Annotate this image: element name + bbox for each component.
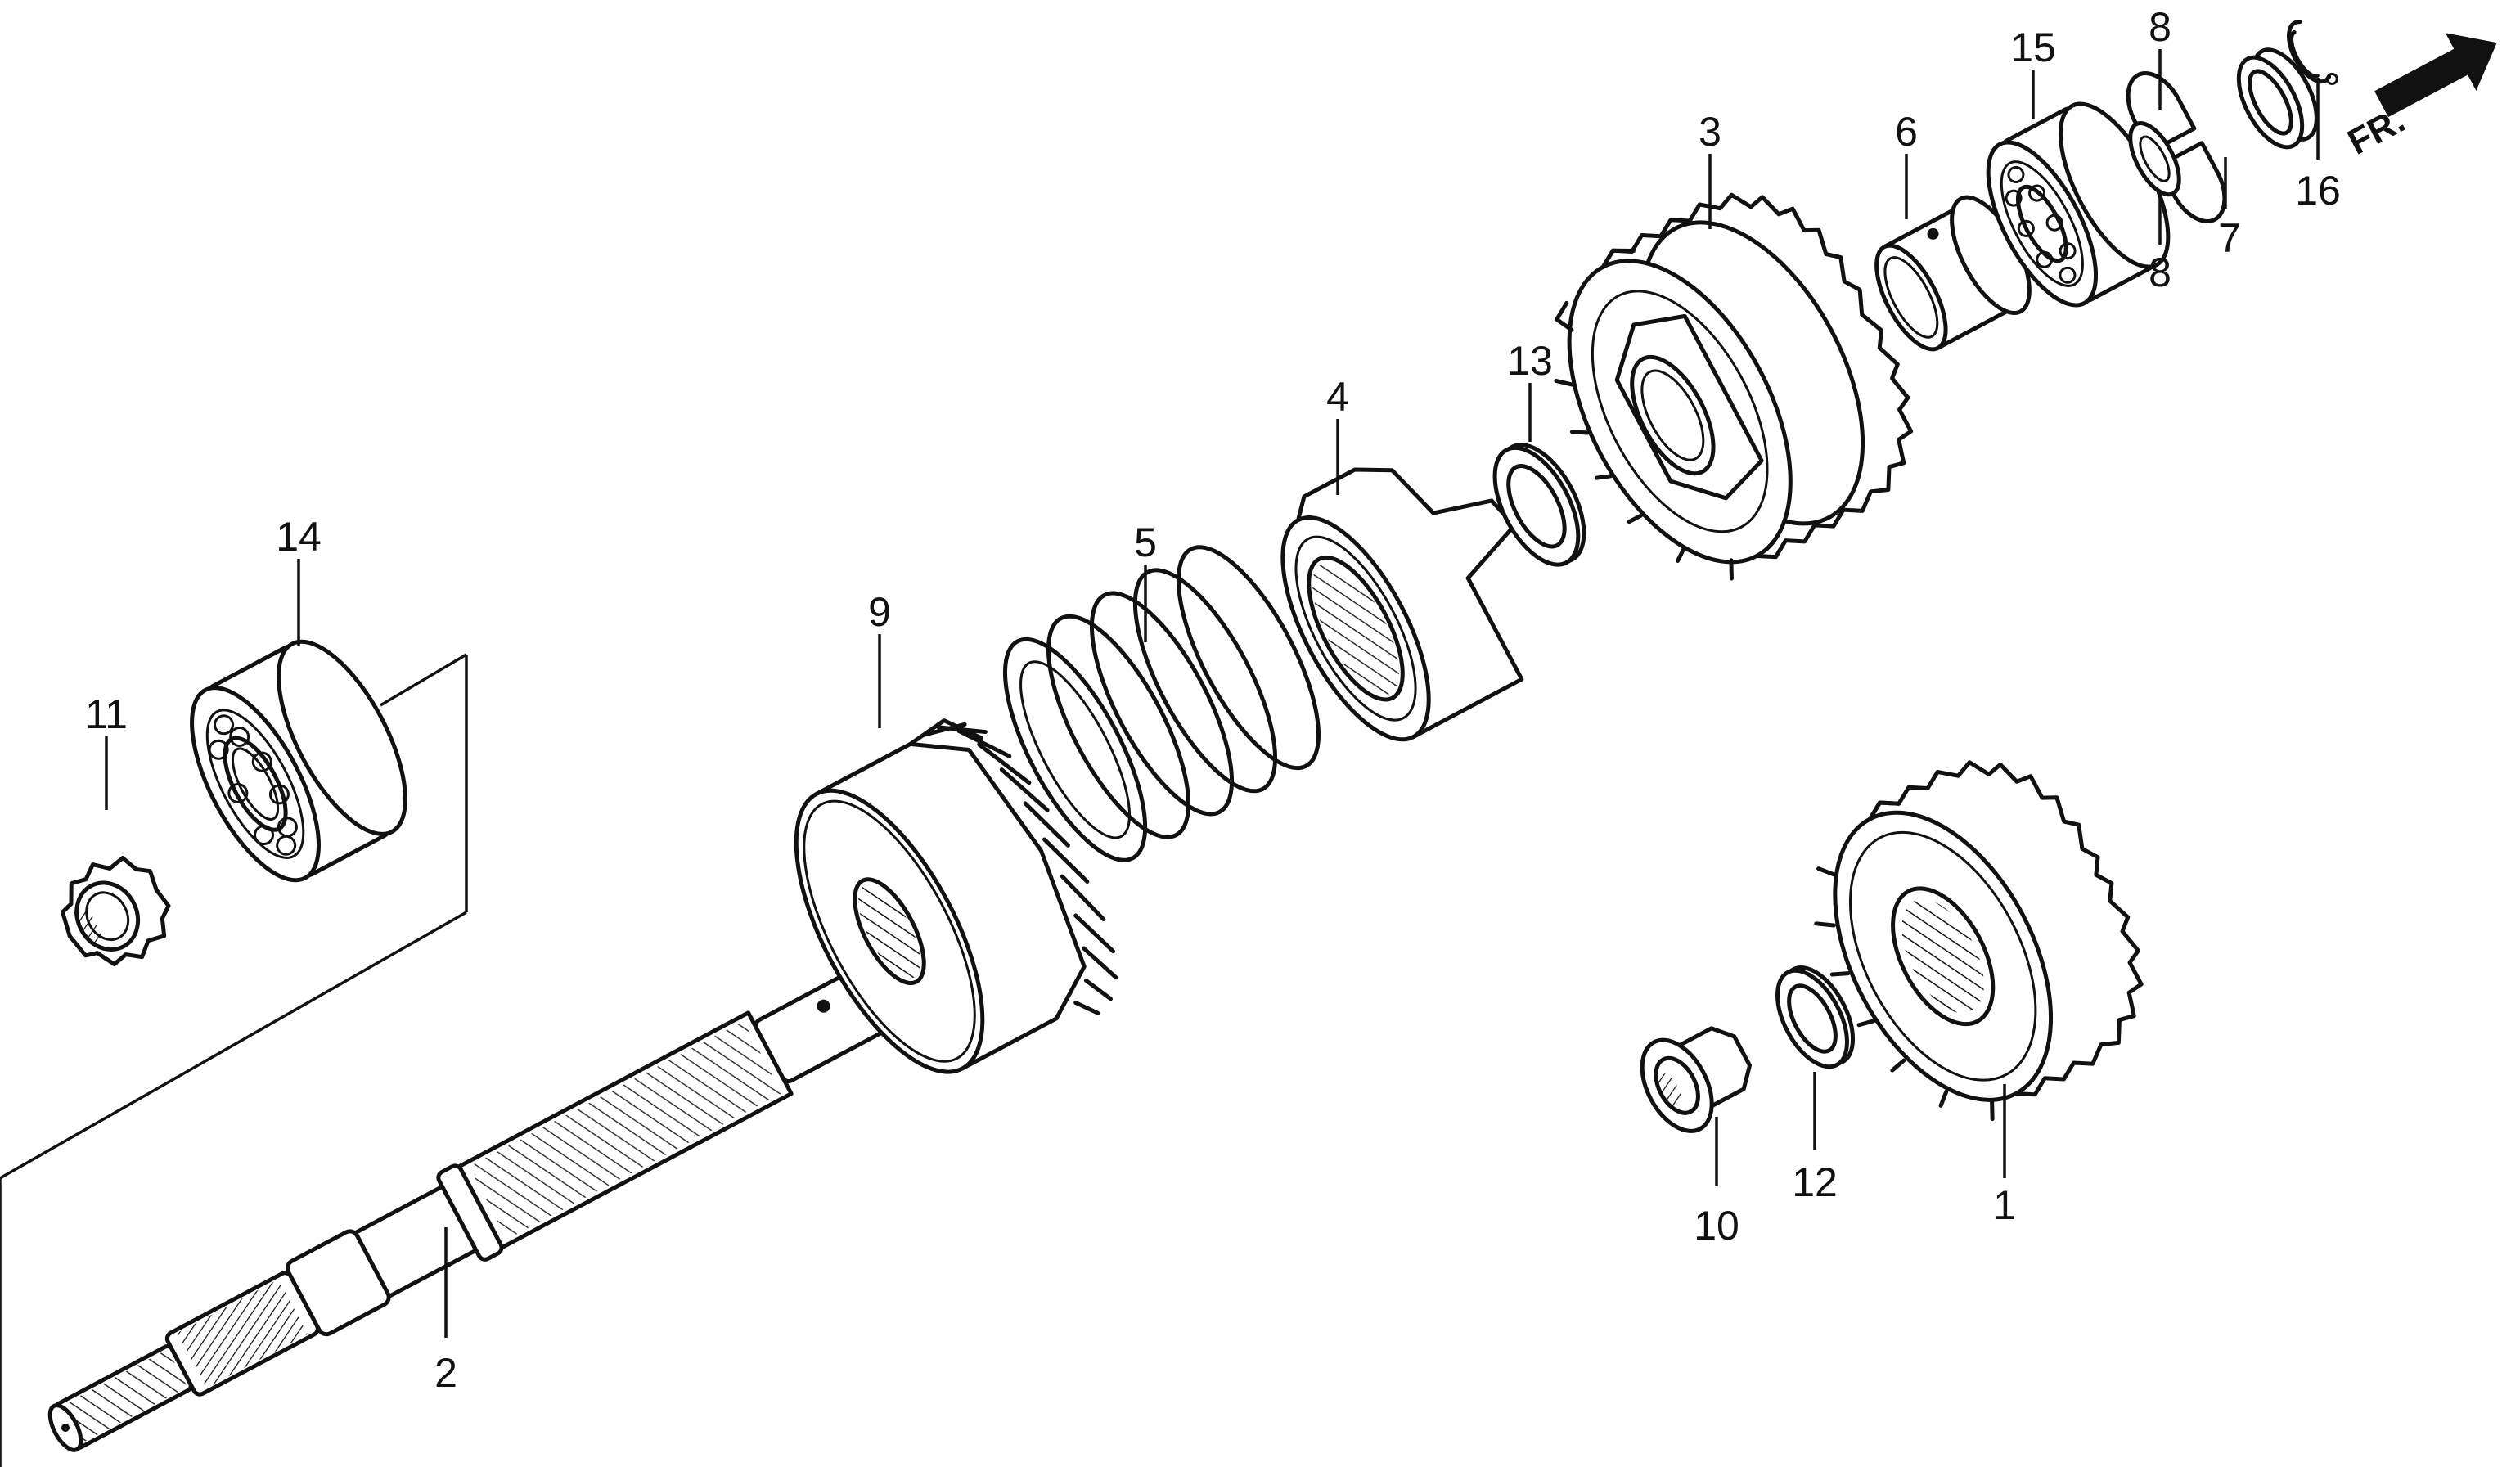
callout-11: 11 (85, 691, 128, 737)
circlip (2287, 20, 2338, 85)
callout-12: 12 (1792, 1159, 1838, 1205)
spur-gear-lower (1814, 760, 2144, 1122)
bevel-gear (794, 718, 1118, 1074)
callout-2: 2 (434, 1350, 457, 1396)
callout-9: 9 (868, 589, 891, 635)
callout-14: 14 (276, 514, 322, 560)
callout-6: 6 (1895, 109, 1918, 155)
main-shaft (47, 943, 938, 1452)
callout-8-upper: 8 (2149, 4, 2171, 50)
callout-10: 10 (1694, 1203, 1739, 1249)
callout-4: 4 (1326, 374, 1349, 420)
shift-sleeve (1280, 467, 1524, 742)
spur-gear-upper (1554, 192, 1914, 581)
collar-bushing (1874, 195, 2032, 352)
callout-15: 15 (2010, 25, 2056, 70)
thrust-washer (1492, 443, 1586, 567)
front-arrow-icon (2374, 33, 2497, 118)
split-collar-pair (2126, 71, 2227, 223)
washer (1775, 965, 1856, 1069)
callout-8-lower: 8 (2149, 250, 2171, 295)
coil-spring (1003, 545, 1321, 862)
flange-nut (1640, 1026, 1753, 1133)
callout-1: 1 (1993, 1182, 2016, 1228)
lock-nut (60, 856, 171, 967)
callout-13: 13 (1507, 338, 1553, 384)
callout-leaders (105, 49, 2320, 1338)
ball-bearing-left (190, 639, 407, 883)
callout-labels: 1 2 3 4 5 6 7 8 8 9 10 11 12 13 14 15 16 (85, 4, 2341, 1396)
front-direction-marker: FR. (2342, 33, 2497, 163)
ring-collar (2236, 47, 2319, 150)
callout-5: 5 (1134, 520, 1157, 565)
callout-3: 3 (1699, 109, 1721, 155)
callout-16: 16 (2295, 168, 2341, 214)
callout-7: 7 (2218, 215, 2241, 261)
